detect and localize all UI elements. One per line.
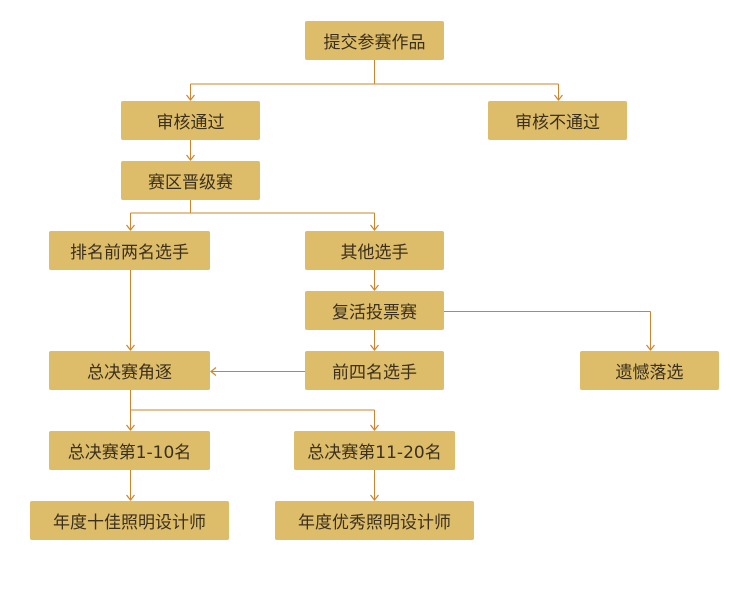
- arrowhead: [370, 424, 379, 431]
- node-front-four: 前四名选手: [305, 351, 444, 390]
- arrowhead: [126, 424, 135, 431]
- arrowhead: [370, 284, 379, 291]
- node-eliminated: 遗憾落选: [580, 351, 719, 390]
- node-top-two: 排名前两名选手: [49, 231, 210, 270]
- arrowhead: [370, 344, 379, 351]
- arrowhead: [370, 224, 379, 231]
- node-top-ten-designer: 年度十佳照明设计师: [30, 501, 229, 540]
- arrowhead: [646, 344, 655, 351]
- arrowhead: [186, 154, 195, 161]
- node-review-failed: 审核不通过: [488, 101, 627, 140]
- arrowhead: [186, 94, 195, 101]
- node-other-contestants: 其他选手: [305, 231, 444, 270]
- arrowhead: [126, 494, 135, 501]
- arrowhead: [126, 344, 135, 351]
- arrowhead: [210, 367, 217, 376]
- arrowhead: [370, 494, 379, 501]
- arrowhead: [554, 94, 563, 101]
- node-submit-entry: 提交参赛作品: [305, 21, 444, 60]
- node-regional-qualifier: 赛区晋级赛: [121, 161, 260, 200]
- node-final-1-10: 总决赛第1-10名: [49, 431, 210, 470]
- node-excellent-designer: 年度优秀照明设计师: [275, 501, 474, 540]
- node-review-passed: 审核通过: [121, 101, 260, 140]
- node-final-11-20: 总决赛第11-20名: [294, 431, 455, 470]
- arrowhead: [126, 224, 135, 231]
- node-revival-vote: 复活投票赛: [305, 291, 444, 330]
- node-final-contest: 总决赛角逐: [49, 351, 210, 390]
